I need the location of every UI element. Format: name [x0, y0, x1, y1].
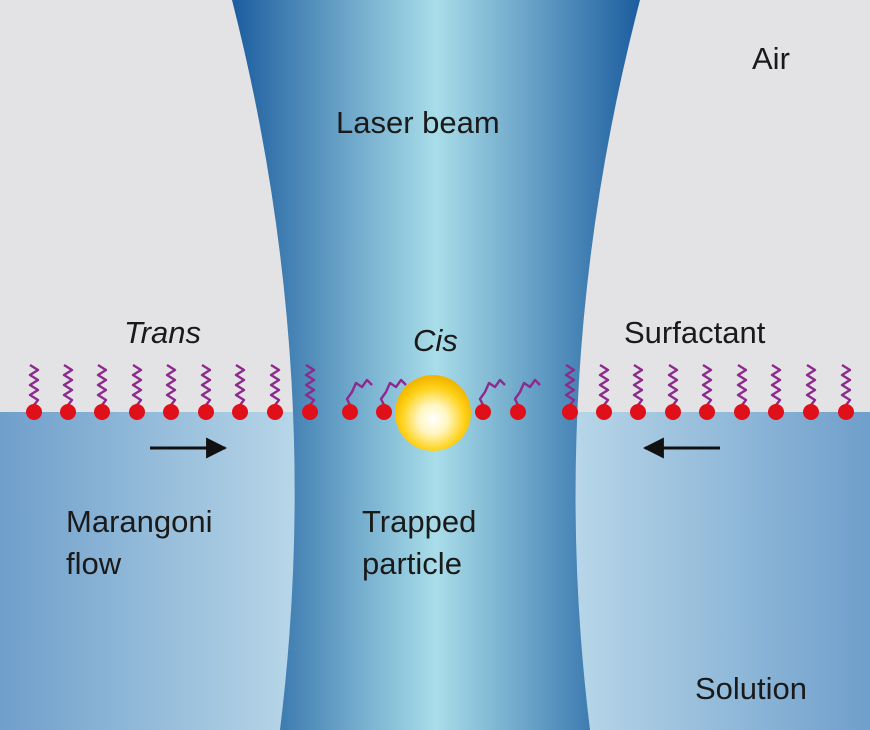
- trans-surfactant-head: [803, 404, 819, 420]
- trans-surfactant-head: [699, 404, 715, 420]
- trans-surfactant-head: [630, 404, 646, 420]
- trapped-particle-label-line1: Trapped: [362, 504, 477, 539]
- trans-surfactant-head: [734, 404, 750, 420]
- trans-surfactant-tail: [269, 363, 281, 406]
- trans-surfactant-head: [302, 404, 318, 420]
- cis-surfactant-head: [510, 404, 526, 420]
- air-label: Air: [752, 41, 790, 76]
- trans-surfactant-head: [838, 404, 854, 420]
- trans-surfactant-tail: [598, 363, 610, 406]
- trans-surfactant-tail: [701, 363, 713, 406]
- trans-surfactant-tail: [564, 363, 576, 406]
- cis-surfactant-head: [376, 404, 392, 420]
- trans-surfactant-tail: [62, 363, 74, 406]
- trans-surfactant-tail: [96, 363, 108, 406]
- trans-surfactant-tail: [840, 363, 852, 406]
- trans-surfactant-head: [596, 404, 612, 420]
- cis-surfactant-tail: [478, 378, 506, 406]
- surfactant-layer: [26, 363, 854, 420]
- cis-surfactant-tail: [379, 378, 407, 406]
- cis-surfactant-tail: [513, 378, 541, 406]
- trans-surfactant-tail: [770, 363, 782, 406]
- trans-surfactant-head: [232, 404, 248, 420]
- trans-surfactant-tail: [131, 363, 143, 406]
- trans-surfactant-head: [60, 404, 76, 420]
- trans-surfactant-head: [267, 404, 283, 420]
- trans-surfactant-tail: [200, 363, 212, 406]
- trapped-particle: [395, 375, 471, 451]
- cis-surfactant-head: [342, 404, 358, 420]
- trans-surfactant-head: [163, 404, 179, 420]
- trans-surfactant-head: [198, 404, 214, 420]
- laser-beam: [232, 0, 640, 730]
- trans-surfactant-head: [129, 404, 145, 420]
- trans-surfactant-tail: [632, 363, 644, 406]
- solution-label: Solution: [695, 671, 808, 706]
- trans-surfactant-tail: [165, 363, 177, 406]
- trans-surfactant-head: [562, 404, 578, 420]
- marangoni-flow-label-line2: flow: [66, 546, 122, 581]
- cis-surfactant-head: [475, 404, 491, 420]
- trans-surfactant-tail: [736, 363, 748, 406]
- trans-label: Trans: [124, 315, 201, 350]
- cis-label: Cis: [413, 323, 458, 358]
- trans-surfactant-head: [94, 404, 110, 420]
- trans-surfactant-tail: [667, 363, 679, 406]
- trapped-particle-label-line2: particle: [362, 546, 462, 581]
- trans-surfactant-head: [26, 404, 42, 420]
- trans-surfactant-head: [768, 404, 784, 420]
- laser-beam-label: Laser beam: [336, 105, 500, 140]
- trans-surfactant-tail: [805, 363, 817, 406]
- trans-surfactant-tail: [28, 363, 40, 406]
- trans-surfactant-tail: [234, 363, 246, 406]
- trans-surfactant-head: [665, 404, 681, 420]
- trans-surfactant-tail: [304, 363, 316, 406]
- marangoni-flow-label-line1: Marangoni: [66, 504, 213, 539]
- surfactant-label: Surfactant: [624, 315, 766, 350]
- cis-surfactant-tail: [345, 378, 373, 406]
